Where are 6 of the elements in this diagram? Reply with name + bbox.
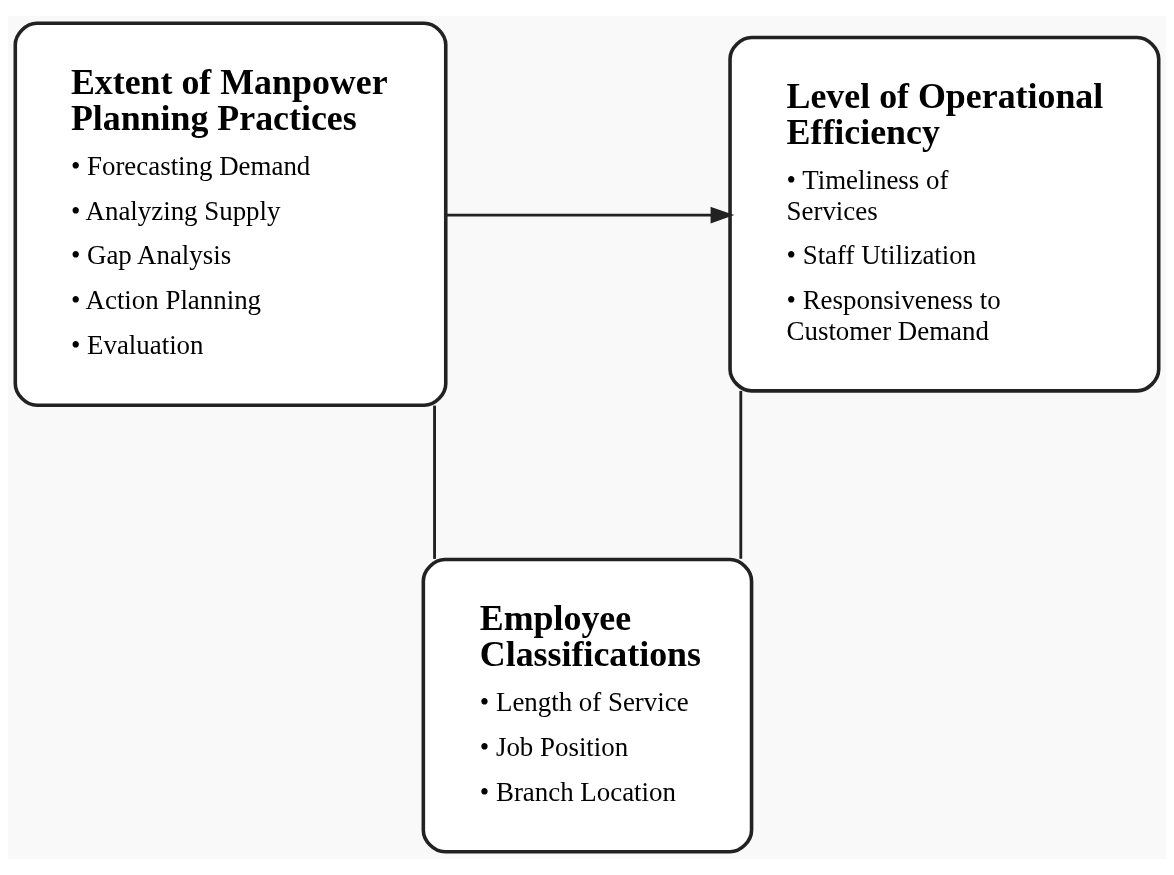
node-box: Employee Classifications • Length of Service • Job Position • Branch Location	[421, 557, 754, 854]
connector	[739, 390, 743, 559]
connector	[433, 405, 436, 559]
node-box: Extent of Manpower Planning Practices • Forecasting Demand • Analyzing Supply • Gap Analysis • Action Planning • Evaluation	[13, 21, 448, 407]
arrow	[446, 206, 735, 224]
node-box: Level of Operational Efficiency • Timeliness of Services • Staff Utilization • Responsiveness to Customer Demand	[728, 35, 1161, 393]
